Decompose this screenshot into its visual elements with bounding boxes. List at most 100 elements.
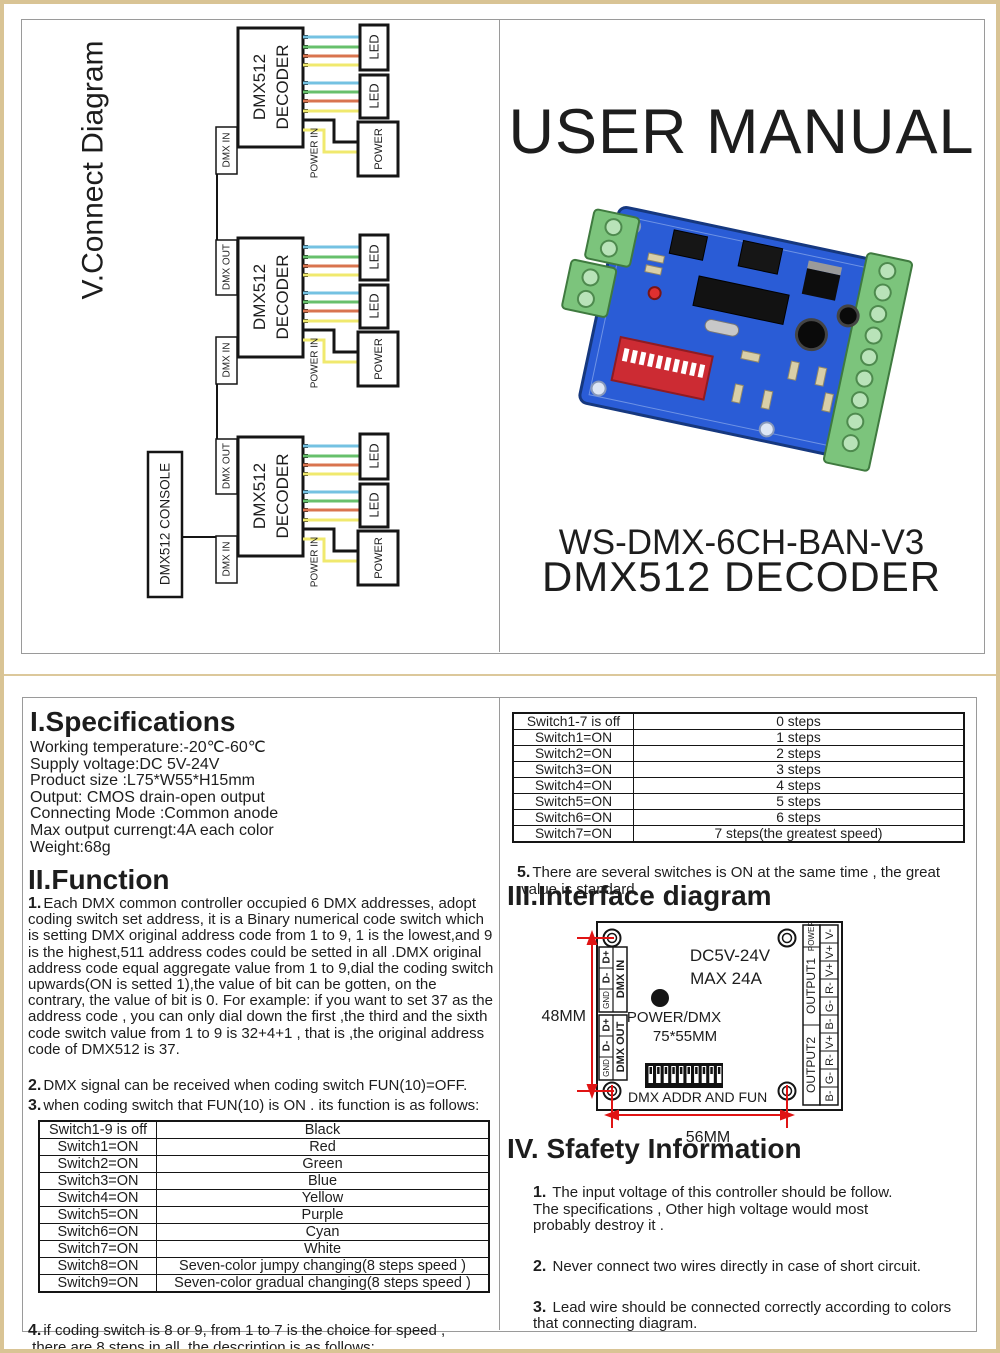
dimension-width: 56MM [604, 1085, 795, 1146]
dmx-in-label: DMX IN [222, 542, 233, 577]
pin-label: B- [824, 1090, 836, 1101]
top-card-divider [499, 19, 500, 652]
specifications-heading: I.Specifications [30, 706, 236, 737]
console-label: DMX512 CONSOLE [158, 463, 173, 585]
item-text: There are several switches is ON at the … [521, 864, 941, 898]
pin-label: V+ [824, 963, 836, 977]
dmx-out-label: DMX OUT [222, 244, 233, 290]
safety-heading: IV. Sfafety Information [507, 1133, 802, 1164]
pin-label: D- [602, 1041, 613, 1052]
output-strip: POWER OUTPUT1 OUTPUT2 V- V+ V+ R- G- B- … [802, 921, 839, 1106]
decoder-3: DMX512 DECODER DMX OUT DMX IN [215, 432, 400, 588]
power-box-label: POWER [373, 537, 385, 579]
function-item-3: 3.when coding switch that FUN(10) is ON … [28, 1097, 480, 1114]
board-size-label: 75*55MM [653, 1028, 717, 1045]
product-name: DMX512 DECODER [541, 553, 942, 600]
output1-label: OUTPUT1 [804, 958, 818, 1014]
decoder-label: DECODER [273, 254, 292, 339]
spec-line: Supply voltage:DC 5V-24V [30, 755, 220, 773]
power-wires [303, 527, 358, 563]
decoder-label: DMX512 [250, 264, 269, 330]
dmx-out-label: DMX OUT [222, 443, 233, 489]
decoder-1: DMX512 DECODER DMX IN [215, 23, 400, 179]
item-number: 2. [28, 1077, 42, 1094]
function-heading: II.Function [28, 864, 170, 895]
led-box-label: LED [367, 83, 382, 108]
function-item-2: 2.DMX signal can be received when coding… [28, 1077, 468, 1094]
item-number: 1. [533, 1183, 547, 1201]
item-number: 3. [28, 1097, 42, 1114]
led-box-label: LED [367, 34, 382, 59]
safety-item: 1. The input voltage of this controller … [533, 1168, 981, 1235]
pin-label: V- [824, 928, 836, 939]
dc-rating: DC5V-24V [690, 946, 771, 965]
width-dimension-label: 56MM [686, 1129, 730, 1146]
dimension-height: 48MM [542, 930, 614, 1099]
height-dimension-label: 48MM [542, 1008, 586, 1025]
pin-label: R- [824, 982, 836, 994]
dmx-out-terminal: D+ D- GND DMX OUT [598, 1014, 628, 1081]
dmx-in-label: DMX IN [615, 960, 627, 999]
capacitors [794, 304, 860, 352]
item-text: The input voltage of this controller sho… [533, 1183, 893, 1235]
bottom-card-divider [499, 697, 500, 1330]
user-manual-title: USER MANUAL [508, 97, 975, 167]
function-item-5: 5.There are several switches is ON at th… [517, 847, 975, 898]
dmx512-console: DMX512 CONSOLE [146, 450, 184, 599]
dip-switch [610, 335, 714, 401]
item-number: 5. [517, 864, 531, 881]
pin-label: D+ [602, 1018, 613, 1031]
led-box-label: LED [367, 244, 382, 269]
decoder-label: DECODER [273, 44, 292, 129]
led-wires [303, 35, 360, 113]
led-box-label: LED [367, 293, 382, 318]
function-item-1: 1.Each DMX common controller occupied 6 … [28, 895, 494, 1058]
spec-line: Connecting Mode :Common anode [30, 805, 279, 823]
power-in-label: POWER IN [310, 338, 321, 389]
safety-list: 1. The input voltage of this controller … [533, 1168, 981, 1353]
output2-label: OUTPUT2 [804, 1037, 818, 1093]
pin-label: GND [602, 991, 611, 1009]
item-text: if coding switch is 8 or 9, from 1 to 7 … [32, 1322, 446, 1353]
connect-diagram-title: V.Connect Diagram [77, 40, 110, 299]
safety-item: 4. Warranty of this product is one year … [533, 1340, 981, 1353]
power-in-label: POWER IN [310, 537, 321, 588]
led-wires [303, 245, 360, 323]
power-wires [303, 328, 358, 364]
dmx-in-label: DMX IN [222, 343, 233, 378]
power-in-label: POWER IN [310, 128, 321, 179]
item-text: when coding switch that FUN(10) is ON . … [43, 1097, 480, 1114]
led-box-label: LED [367, 492, 382, 517]
page-separator [0, 674, 1000, 676]
pin-label: B- [824, 1018, 836, 1029]
pin-label: D- [602, 973, 613, 984]
item-number: 4. [28, 1322, 42, 1339]
power-box-label: POWER [373, 128, 385, 170]
specifications-list: Working temperature:-20℃-60℃ Supply volt… [30, 739, 279, 856]
item-number: 1. [28, 895, 42, 912]
dmx-in-label: DMX IN [222, 133, 233, 168]
pin-label: R- [824, 1054, 836, 1066]
power-section-label: POWER [807, 921, 816, 951]
item-text: DMX signal can be received when coding s… [43, 1077, 468, 1094]
decoder-label: DECODER [273, 453, 292, 538]
safety-item: 2. Never connect two wires directly in c… [533, 1242, 981, 1276]
right-terminal-strip [822, 252, 913, 472]
interface-diagram: D+ D- GND DMX IN D+ D- GND DMX OUT DC5V-… [542, 921, 843, 1146]
decoder-label: DMX512 [250, 463, 269, 529]
led-wires [303, 444, 360, 522]
